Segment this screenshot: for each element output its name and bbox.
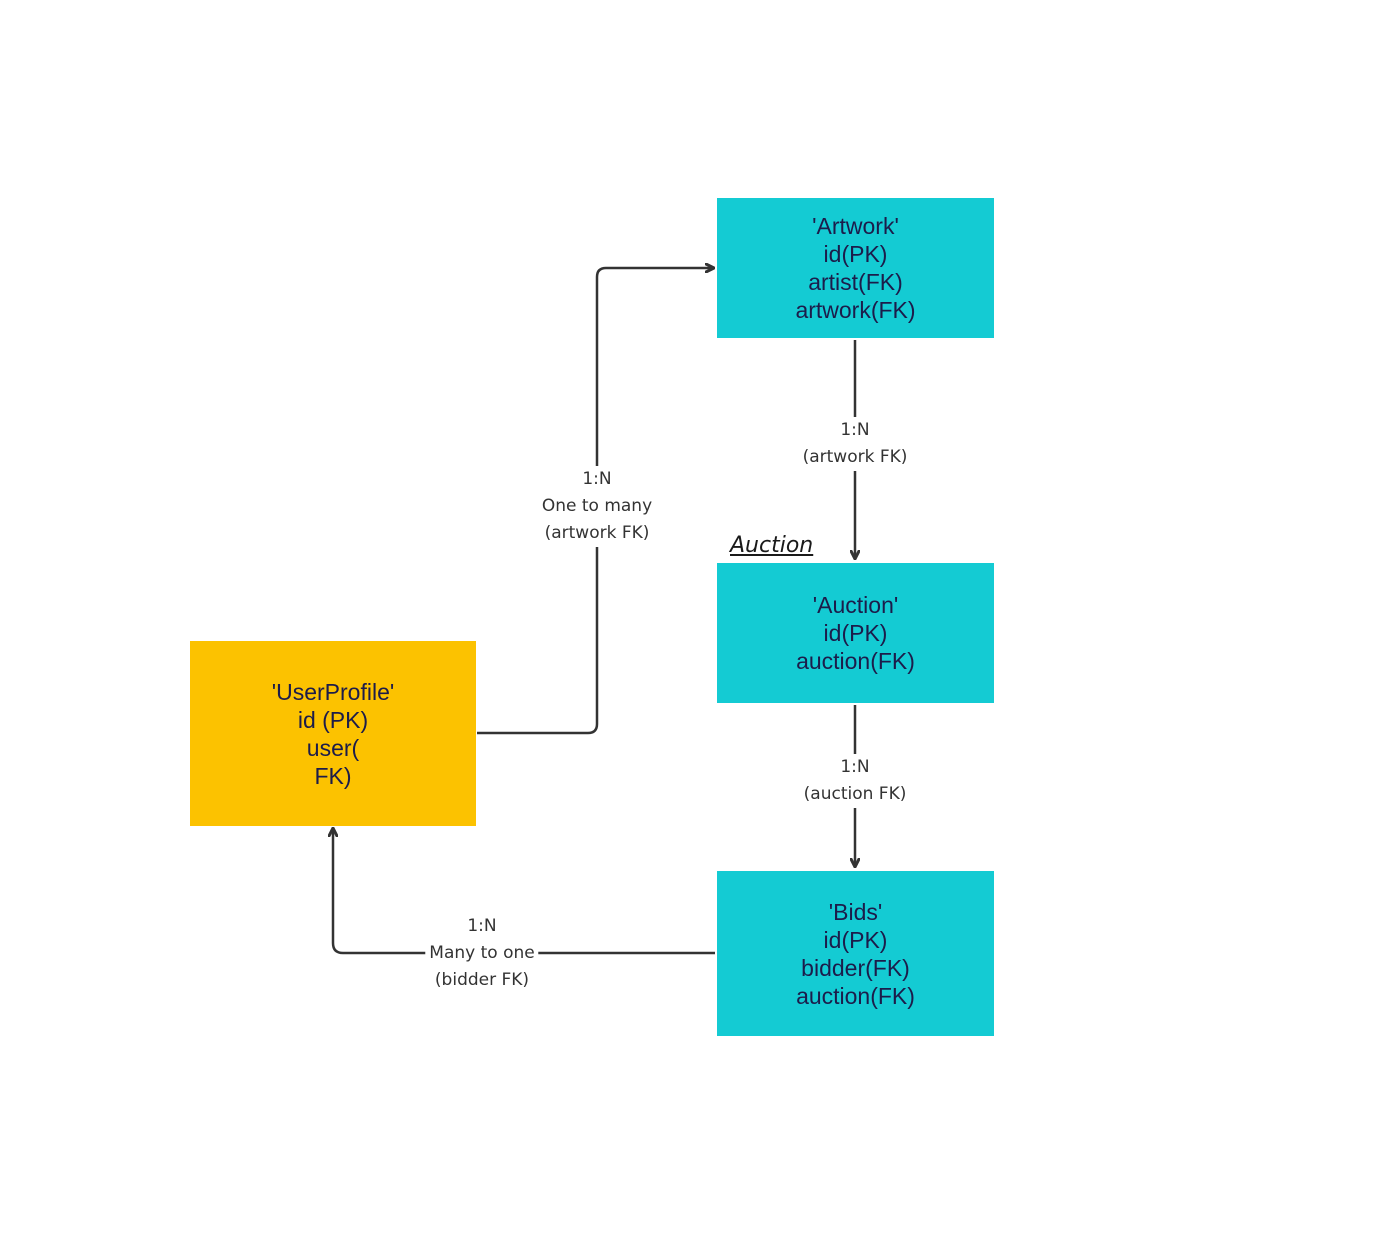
entity-auction-field-auction: auction(FK) <box>796 648 915 674</box>
entity-bids[interactable]: 'Bids' id(PK) bidder(FK) auction(FK) <box>717 871 994 1036</box>
entity-userprofile-title: 'UserProfile' <box>271 678 395 705</box>
relationship-label-artwork-to-auction: 1:N (artwork FK) <box>798 417 912 471</box>
relationship-key: (artwork FK) <box>544 523 650 543</box>
relationship-label-auction-to-bids: 1:N (auction FK) <box>799 754 911 808</box>
relationship-cardinality: 1:N <box>840 757 870 777</box>
entity-auction[interactable]: 'Auction' id(PK) auction(FK) <box>717 563 994 703</box>
relationship-description: Many to one <box>429 943 535 963</box>
entity-bids-field-auction: auction(FK) <box>796 982 915 1009</box>
entity-userprofile-field-fk: FK) <box>314 762 352 789</box>
entity-userprofile-field-id: id (PK) <box>297 706 369 733</box>
relationship-cardinality: 1:N <box>840 420 870 440</box>
relationship-key: (bidder FK) <box>434 970 530 990</box>
entity-bids-title: 'Bids' <box>828 898 883 925</box>
entity-artwork-title: 'Artwork' <box>812 213 899 239</box>
relationship-description: One to many <box>541 496 653 516</box>
relationship-cardinality: 1:N <box>467 916 497 936</box>
entity-artwork-field-artist: artist(FK) <box>808 269 903 295</box>
relationship-key: (artwork FK) <box>802 447 908 467</box>
entity-artwork-field-artwork: artwork(FK) <box>795 297 916 323</box>
entity-userprofile-field-user: user( <box>306 734 360 761</box>
auction-heading[interactable]: Auction <box>730 533 814 558</box>
relationship-label-user-to-artwork: 1:N One to many (artwork FK) <box>537 466 657 547</box>
entity-auction-title: 'Auction' <box>812 592 899 618</box>
relationship-cardinality: 1:N <box>582 469 612 489</box>
entity-auction-field-id: id(PK) <box>823 620 888 646</box>
entity-bids-field-id: id(PK) <box>823 926 888 953</box>
entity-artwork[interactable]: 'Artwork' id(PK) artist(FK) artwork(FK) <box>717 198 994 338</box>
connector-bids-to-user <box>333 829 715 955</box>
entity-bids-field-bidder: bidder(FK) <box>801 954 910 981</box>
entity-artwork-field-id: id(PK) <box>823 241 888 267</box>
entity-userprofile[interactable]: 'UserProfile' id (PK) user( FK) <box>190 641 476 826</box>
relationship-label-bids-to-user: 1:N Many to one (bidder FK) <box>425 913 539 994</box>
relationship-key: (auction FK) <box>803 784 907 804</box>
